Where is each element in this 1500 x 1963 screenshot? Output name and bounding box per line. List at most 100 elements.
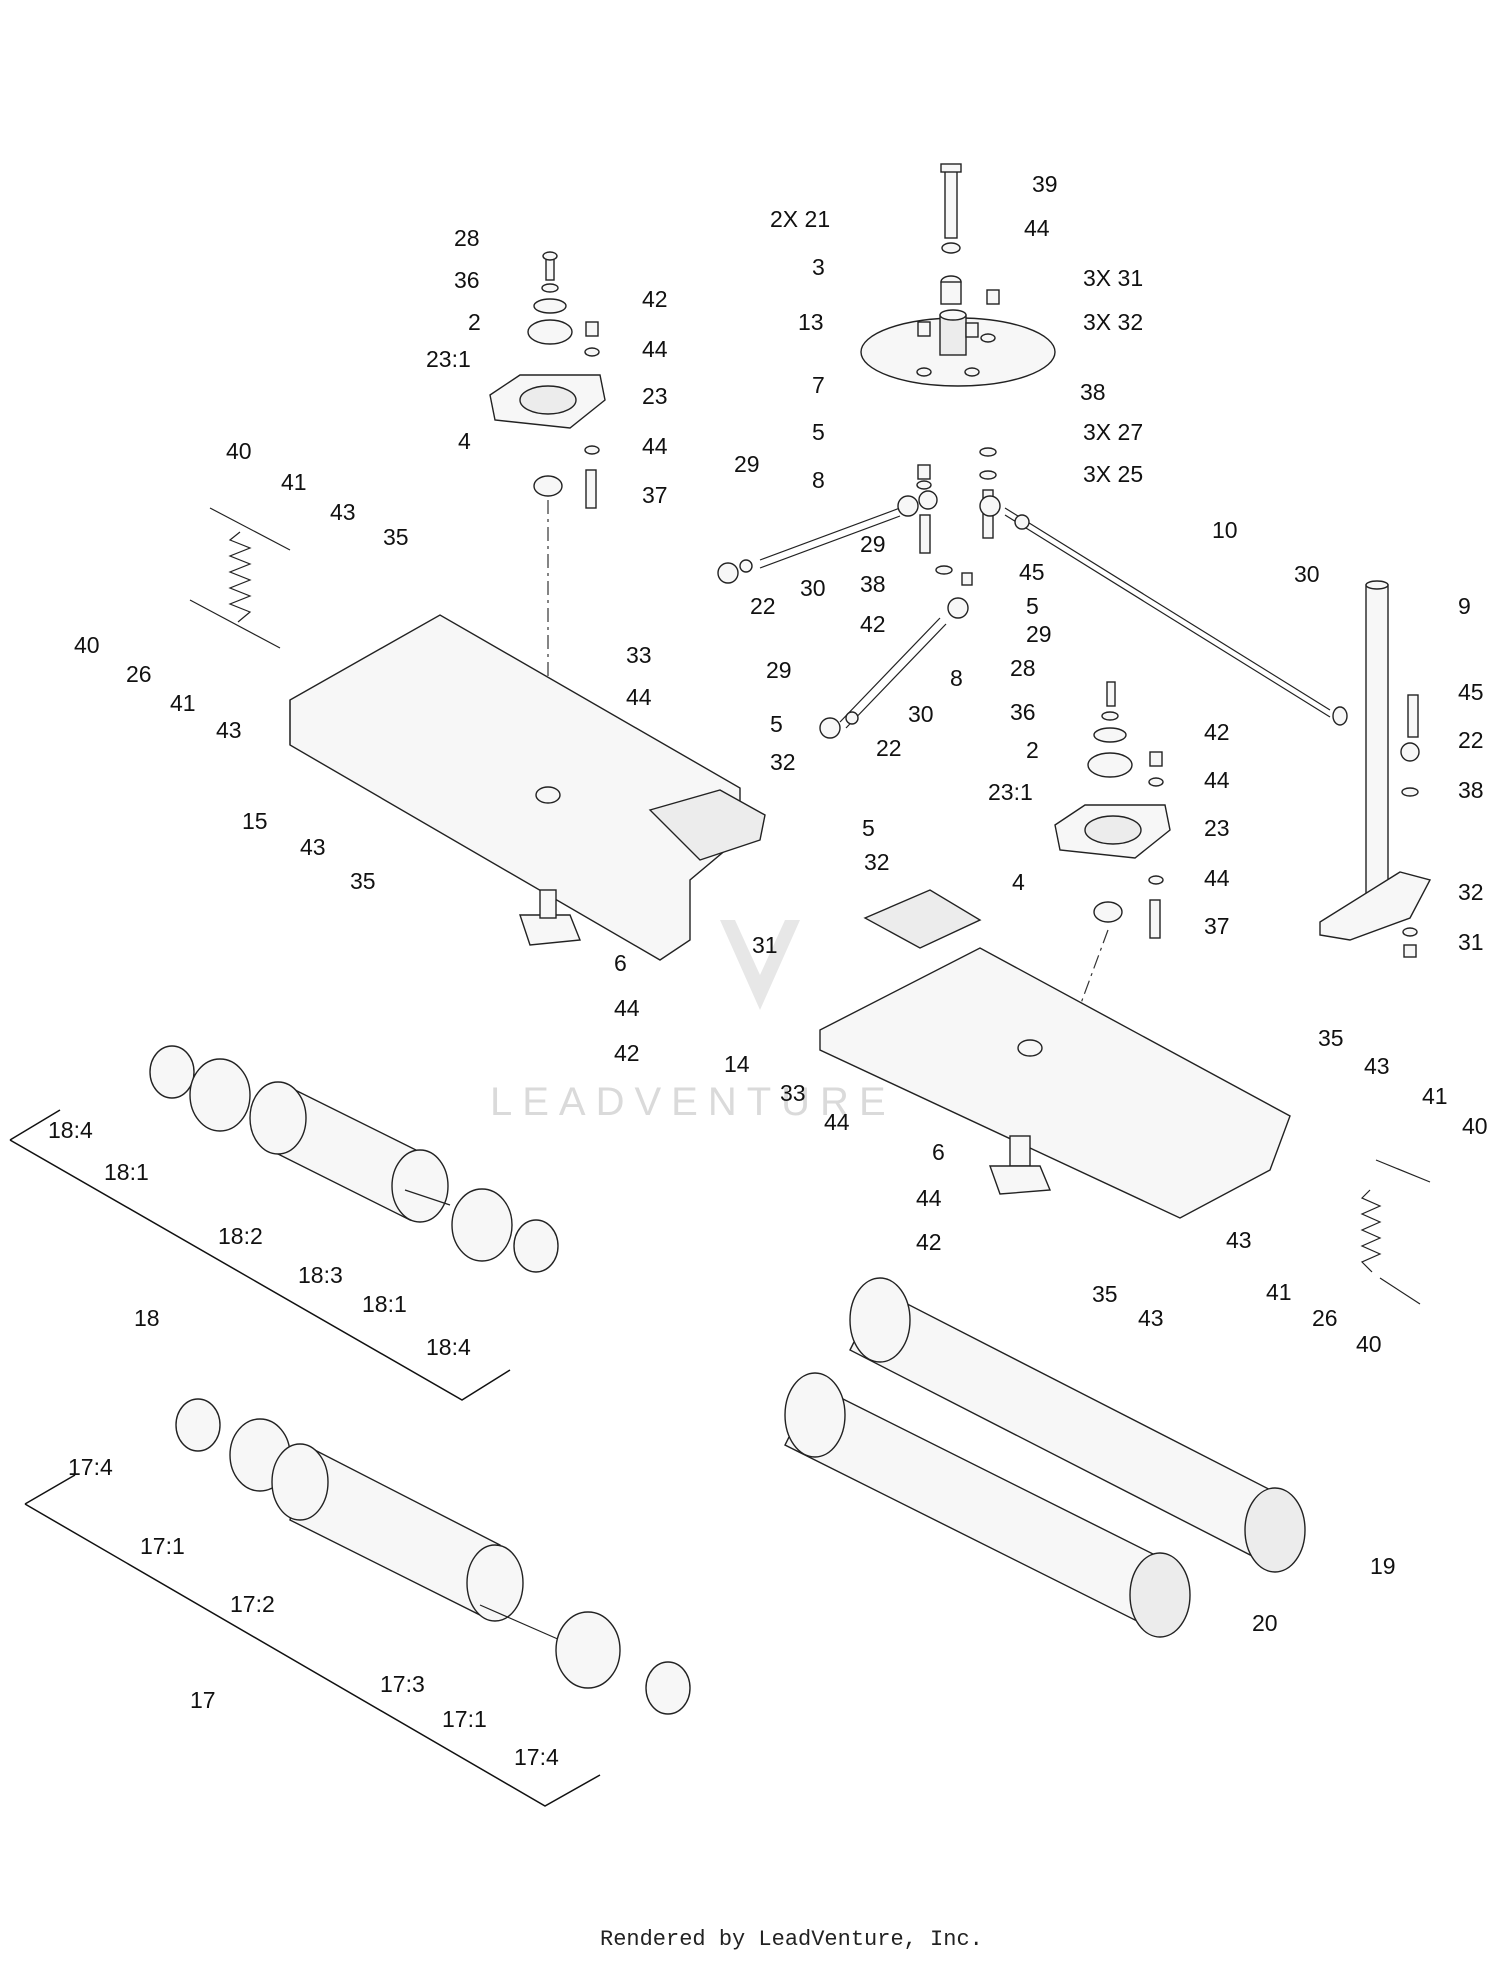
callout-label: 30 [1294, 561, 1320, 587]
callout-label: 28 [454, 225, 480, 251]
callout-label: 10 [1212, 517, 1238, 543]
callout-label: 40 [1356, 1331, 1382, 1357]
callout-label: 44 [1204, 767, 1230, 793]
callout-label: 22 [876, 735, 902, 761]
callout-label: 42 [1204, 719, 1230, 745]
callout-label: 4 [458, 428, 471, 454]
callout-label: 18:4 [426, 1334, 471, 1360]
callout-label: 18:2 [218, 1223, 263, 1249]
callout-label: 43 [330, 499, 356, 525]
callout-label: 5 [862, 815, 875, 841]
callout-label: 22 [750, 593, 776, 619]
post-assembly [1319, 580, 1432, 958]
callout-label: 33 [626, 642, 652, 668]
callout-label: 29 [860, 531, 886, 557]
callout-label: 17:1 [442, 1706, 487, 1732]
callout-label: 42 [916, 1229, 942, 1255]
callout-label: 44 [626, 684, 652, 710]
callout-label: 22 [1458, 727, 1484, 753]
callout-label: 17:3 [380, 1671, 425, 1697]
callout-label: 41 [170, 690, 196, 716]
callout-label: 43 [1364, 1053, 1390, 1079]
callout-label: 8 [812, 467, 825, 493]
callout-label: 40 [1462, 1113, 1488, 1139]
callout-label: 9 [1458, 593, 1471, 619]
pivot-plate-assembly [860, 163, 1056, 586]
callout-label: 43 [1138, 1305, 1164, 1331]
callout-label: 4 [1012, 869, 1025, 895]
callout-label: 26 [126, 661, 152, 687]
roller-18 [9, 1045, 559, 1401]
leadventure-watermark: LEADVENTURE [490, 920, 896, 1124]
roller-17 [24, 1398, 691, 1807]
callout-label: 41 [1422, 1083, 1448, 1109]
callout-label: 35 [1092, 1281, 1118, 1307]
callout-label: 41 [281, 469, 307, 495]
callout-label: 17:1 [140, 1533, 185, 1559]
callout-label: 17:4 [514, 1744, 559, 1770]
callout-label: 20 [1252, 1610, 1278, 1636]
rollers-19-20 [784, 1277, 1306, 1638]
callout-label: 44 [642, 336, 668, 362]
callout-label: 31 [1458, 929, 1484, 955]
callout-label: 2 [1026, 737, 1039, 763]
callout-label: 28 [1010, 655, 1036, 681]
callout-label: 15 [242, 808, 268, 834]
callout-label: 39 [1032, 171, 1058, 197]
callout-label: 18:1 [362, 1291, 407, 1317]
callout-label: 2X 21 [770, 206, 830, 232]
callout-label: 23 [1204, 815, 1230, 841]
callout-label: 38 [860, 571, 886, 597]
callout-label: 29 [734, 451, 760, 477]
callout-label: 29 [1026, 621, 1052, 647]
callout-label: 37 [642, 482, 668, 508]
link-rods [717, 490, 1348, 739]
callout-label: 7 [812, 372, 825, 398]
callout-label: 35 [383, 524, 409, 550]
callout-label: 45 [1458, 679, 1484, 705]
callout-label: 30 [908, 701, 934, 727]
callout-label: 41 [1266, 1279, 1292, 1305]
left-bearing-stack [489, 251, 606, 760]
callout-label: 5 [812, 419, 825, 445]
callout-label: 3X 32 [1083, 309, 1143, 335]
callout-label: 6 [932, 1139, 945, 1165]
callout-label: 43 [1226, 1227, 1252, 1253]
callout-label: 36 [1010, 699, 1036, 725]
callout-label: 38 [1458, 777, 1484, 803]
right-bearing-stack [1054, 681, 1171, 1061]
callout-label: 37 [1204, 913, 1230, 939]
callout-label: 32 [1458, 879, 1484, 905]
callout-label: 3 [812, 254, 825, 280]
callout-label: 18:3 [298, 1262, 343, 1288]
svg-text:LEADVENTURE: LEADVENTURE [490, 1080, 896, 1124]
callout-label: 6 [614, 950, 627, 976]
callout-label: 23:1 [426, 346, 471, 372]
callout-label: 31 [752, 932, 778, 958]
callout-label: 18:4 [48, 1117, 93, 1143]
footer-credit: Rendered by LeadVenture, Inc. [600, 1927, 983, 1952]
callout-label: 8 [950, 665, 963, 691]
callout-label: 17 [190, 1687, 216, 1713]
callout-label: 3X 31 [1083, 265, 1143, 291]
callout-label: 44 [1024, 215, 1050, 241]
callout-label: 43 [216, 717, 242, 743]
callout-label: 19 [1370, 1553, 1396, 1579]
callout-label: 18:1 [104, 1159, 149, 1185]
callout-label: 42 [860, 611, 886, 637]
callout-label: 14 [724, 1051, 750, 1077]
callout-label: 42 [614, 1040, 640, 1066]
callout-label: 42 [642, 286, 668, 312]
callout-label: 23 [642, 383, 668, 409]
callout-label: 3X 25 [1083, 461, 1143, 487]
callout-label: 44 [1204, 865, 1230, 891]
callout-label: 35 [1318, 1025, 1344, 1051]
callout-label: 18 [134, 1305, 160, 1331]
callout-label: 40 [74, 632, 100, 658]
right-arm [819, 889, 1291, 1219]
callout-label: 35 [350, 868, 376, 894]
callout-label: 44 [642, 433, 668, 459]
callout-label: 44 [614, 995, 640, 1021]
callout-label: 40 [226, 438, 252, 464]
